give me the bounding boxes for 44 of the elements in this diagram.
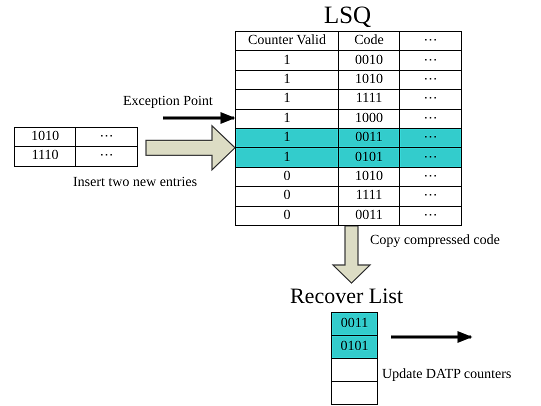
table-value: 0101 <box>338 148 400 168</box>
table-value: 1 <box>236 109 338 128</box>
table-value: ⋯ <box>400 148 462 168</box>
table-value: ⋯ <box>400 206 462 226</box>
table-value: 1111 <box>338 90 400 110</box>
table-value: 0010 <box>338 50 400 70</box>
table-value: 0011 <box>338 206 400 226</box>
table-value: 1010 <box>338 167 400 187</box>
table-value: 0 <box>236 167 338 187</box>
table-value: 1010 <box>14 128 76 147</box>
table-value: 0011 <box>332 312 378 336</box>
table-value: 0 <box>236 206 338 226</box>
table-value: ⋯ <box>400 128 462 148</box>
table-value: 0011 <box>338 128 400 148</box>
table-value: 0 <box>236 186 338 206</box>
table-value: ⋯ <box>76 146 138 166</box>
edge-label: Update DATP counters <box>382 367 512 383</box>
table-value: 1 <box>236 90 338 110</box>
column-header: ⋯ <box>400 32 462 51</box>
block-arrow <box>332 225 372 284</box>
table-value: ⋯ <box>76 128 138 147</box>
table-value: 1 <box>236 148 338 168</box>
table-value: ⋯ <box>400 50 462 70</box>
arrow <box>391 331 472 343</box>
table-title: LSQ <box>322 2 372 30</box>
column-header: Counter Valid <box>236 32 338 51</box>
table-value: 1000 <box>338 109 400 128</box>
edge-label: Exception Point <box>123 94 213 110</box>
table-value: 1 <box>236 128 338 148</box>
table-value: 1 <box>236 70 338 90</box>
table-value: 1010 <box>338 70 400 90</box>
table-value: ⋯ <box>400 167 462 187</box>
table-value: ⋯ <box>400 70 462 90</box>
block-arrow <box>145 124 236 172</box>
edge-label: Copy compressed code <box>370 233 500 249</box>
column-header: Code <box>338 32 400 51</box>
table-value: 1111 <box>338 186 400 206</box>
table-value: 0101 <box>332 336 378 359</box>
table-value: ⋯ <box>400 90 462 110</box>
table-value: ⋯ <box>400 186 462 206</box>
table-value: 1110 <box>14 146 76 166</box>
arrow <box>163 112 236 124</box>
table-value: ⋯ <box>400 109 462 128</box>
table-value: 1 <box>236 50 338 70</box>
